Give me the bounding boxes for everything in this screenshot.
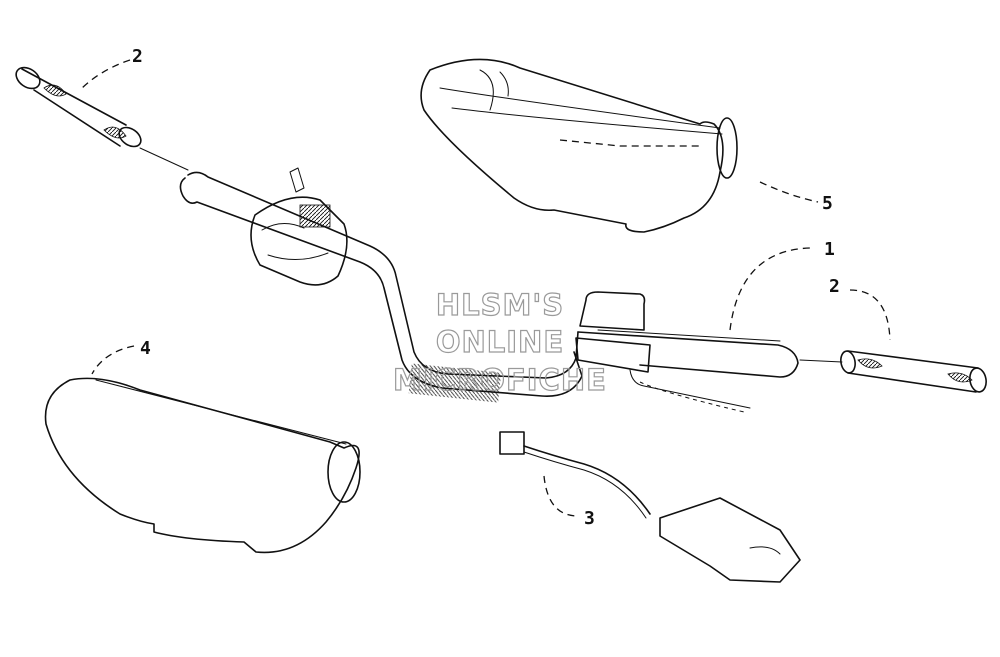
left-grip-leader [139,147,189,171]
callout-2-left: 2 [132,46,143,67]
watermark-line-1: HLSM'S [436,288,564,322]
callout-1: 1 [824,239,835,260]
handlebar [179,167,799,413]
watermark-line-3: MICROFICHE [393,363,607,397]
right-grip-leader [799,359,843,363]
leader-2-left [79,59,131,91]
bar-pad-upper [420,58,738,233]
callout-3: 3 [584,508,595,529]
leader-1 [729,247,811,331]
leader-2-right [849,289,891,341]
heater-harness [499,431,801,583]
bar-pad-lower [44,377,361,554]
leader-5 [759,181,819,203]
right-grip [840,350,987,393]
callout-5: 5 [822,193,833,214]
leader-4 [91,345,135,375]
leader-3 [543,475,579,517]
callout-4: 4 [140,338,151,359]
callout-2-right: 2 [829,276,840,297]
left-grip [15,66,142,148]
watermark-line-2: ONLINE [436,325,564,359]
